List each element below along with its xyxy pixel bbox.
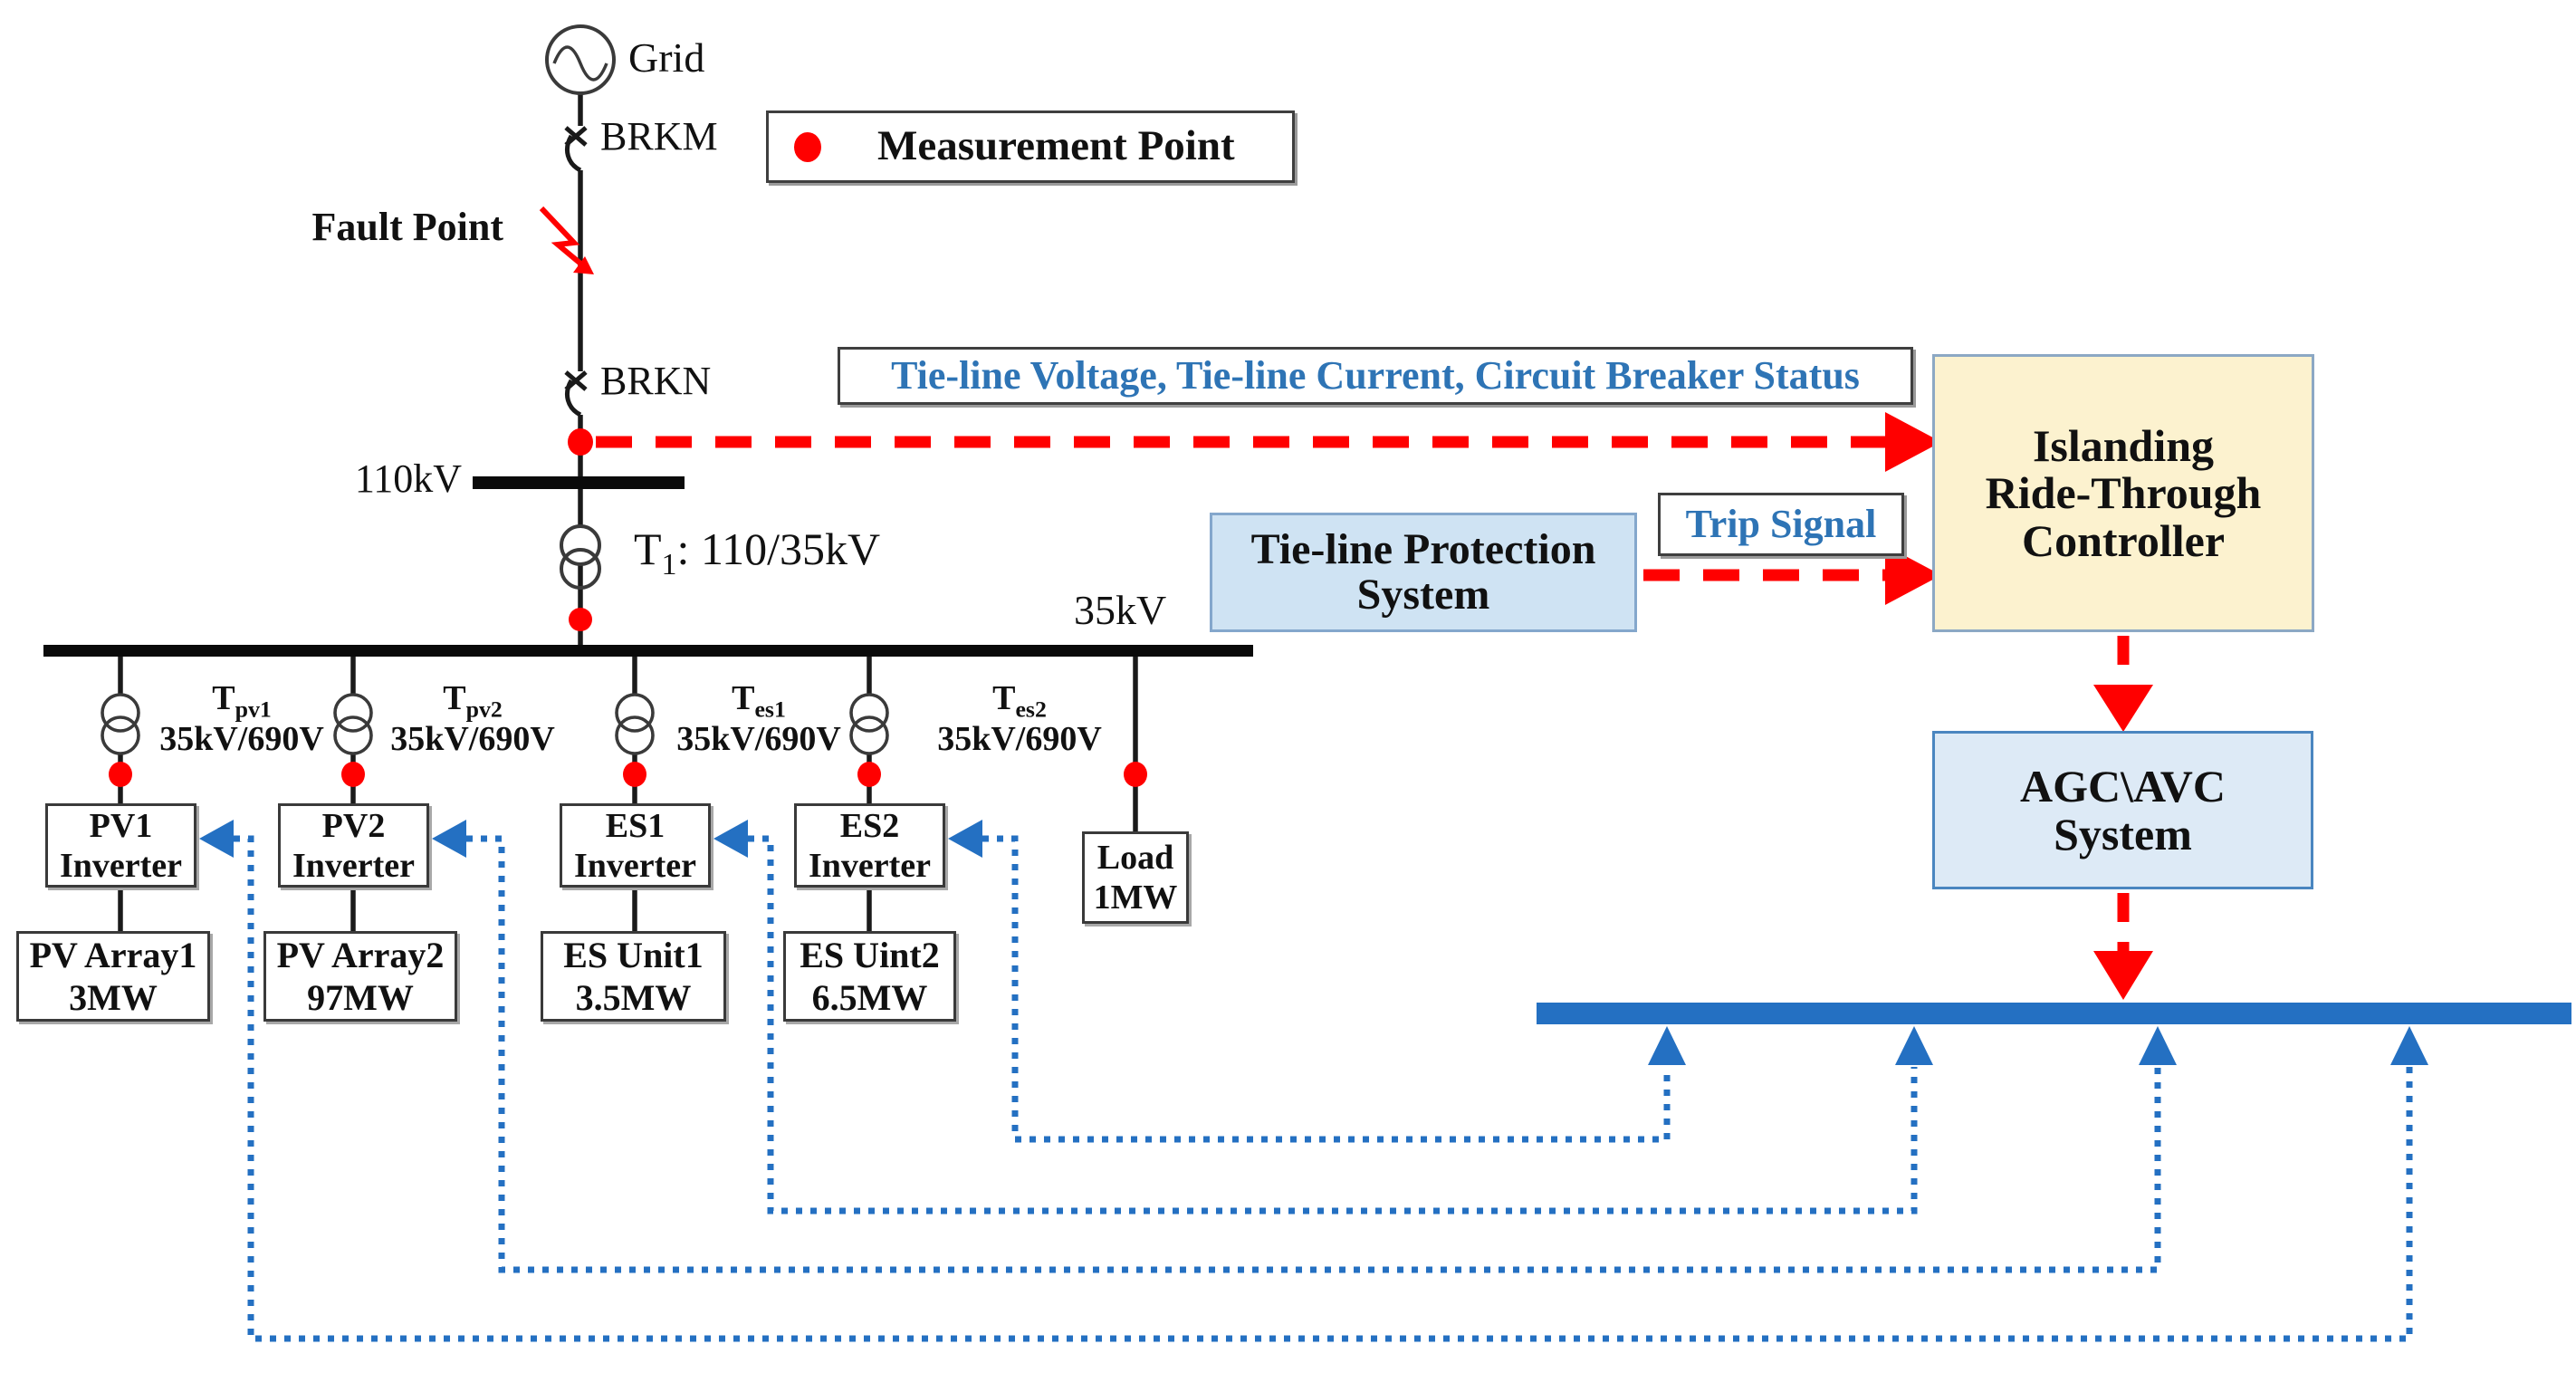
es1-inverter-line2: Inverter (573, 846, 697, 885)
pv2-inverter-line2: Inverter (292, 846, 416, 885)
agc-label-line2: System (2054, 808, 2192, 859)
tieline-signal-label-box: Tie-line Voltage, Tie-line Current, Circ… (838, 347, 1913, 405)
agc-label-line1: AGC\AVC (2020, 761, 2226, 811)
bus-110kv (473, 476, 685, 489)
bus-35kv-label: 35kV (1074, 587, 1167, 633)
pv-array2-line2: 97MW (307, 977, 414, 1018)
es1-inverter-line1: ES1 (605, 806, 666, 845)
tes2-ratio: 35kV/690V (937, 719, 1102, 758)
es-unit2-line2: 6.5MW (811, 977, 928, 1018)
control-bus (1537, 1003, 2571, 1024)
t1-label: T1: 110/35kV (634, 523, 881, 581)
measurement-dot-es2 (857, 762, 881, 787)
load-line1: Load (1096, 839, 1174, 877)
es1-inverter-box: ES1 Inverter (560, 803, 711, 888)
pv1-inverter-line1: PV1 (89, 806, 153, 845)
load-line2: 1MW (1093, 879, 1178, 917)
grid-source-icon (545, 24, 616, 95)
tieline-signal-label: Tie-line Voltage, Tie-line Current, Circ… (891, 352, 1860, 398)
measurement-dot-es1 (623, 762, 646, 787)
control-arrowheads (199, 820, 2428, 1065)
es-unit2-box: ES Uint2 6.5MW (783, 931, 956, 1022)
arrowhead-into-es2 (948, 820, 982, 858)
control-signal-paths (234, 835, 2413, 1342)
es2-inverter-line1: ES2 (839, 806, 900, 845)
pv-array1-line1: PV Array1 (29, 935, 197, 975)
tpv1-ratio: 35kV/690V (159, 719, 324, 758)
trip-signal-label: Trip Signal (1685, 501, 1877, 546)
es-unit2-line1: ES Uint2 (800, 935, 940, 975)
pv-array2-line1: PV Array2 (276, 935, 445, 975)
arrowhead-to-bus-1 (1648, 1026, 1686, 1065)
bus-110kv-label: 110kV (354, 456, 462, 501)
red-signal-arrows (596, 412, 2153, 1000)
es2-inverter-box: ES2 Inverter (794, 803, 945, 888)
control-path-es1 (748, 835, 1918, 1215)
measurement-dot-pv2 (341, 762, 365, 787)
pv-array1-box: PV Array1 3MW (16, 931, 210, 1022)
t1-transformer-icon (560, 524, 601, 590)
agc-avc-box: AGC\AVC System (1932, 731, 2313, 889)
arrowhead-to-bus-4 (2390, 1026, 2428, 1065)
trip-signal-label-box: Trip Signal (1658, 493, 1904, 556)
islanding-label-line1: Islanding (2032, 419, 2215, 471)
islanding-label-line3: Controller (2021, 514, 2226, 566)
legend-label: Measurement Point (877, 122, 1235, 170)
es2-inverter-line2: Inverter (808, 846, 932, 885)
pv1-inverter-line2: Inverter (59, 846, 183, 885)
tes1-transformer-icon (615, 693, 655, 755)
control-path-pv1 (234, 835, 2413, 1342)
tpv2-label: Tpv2 35kV/690V (373, 680, 572, 758)
tpv2-ratio: 35kV/690V (390, 719, 555, 758)
tieline-protection-box: Tie-line Protection System (1210, 513, 1637, 632)
legend-box: Measurement Point (766, 110, 1295, 183)
protection-label-line2: System (1356, 571, 1490, 619)
arrowhead-to-bus-2 (1895, 1026, 1933, 1065)
tes2-transformer-icon (849, 693, 889, 755)
arrowhead-to-bus-3 (2139, 1026, 2177, 1065)
measurement-dot-pv1 (109, 762, 132, 787)
tpv1-transformer-icon (101, 693, 140, 755)
fault-point-label: Fault Point (311, 205, 503, 249)
bus-35kv (43, 645, 1253, 657)
pv-array1-line2: 3MW (69, 977, 158, 1018)
brkm-label: BRKM (600, 114, 718, 158)
protection-label-line1: Tie-line Protection (1250, 524, 1596, 573)
control-path-es2 (982, 835, 1671, 1143)
tpv1-label: Tpv1 35kV/690V (142, 680, 341, 758)
brkm-breaker-icon (564, 126, 588, 173)
measurement-point-legend-icon (794, 131, 821, 162)
load-box: Load 1MW (1082, 831, 1189, 924)
islanding-controller-box: Islanding Ride-Through Controller (1932, 354, 2314, 632)
tes1-label: Tes1 35kV/690V (659, 680, 858, 758)
pv1-inverter-box: PV1 Inverter (45, 803, 196, 888)
arrowhead-into-pv1 (199, 820, 234, 858)
pv2-inverter-line1: PV2 (321, 806, 386, 845)
es-unit1-line2: 3.5MW (575, 977, 692, 1018)
tes1-ratio: 35kV/690V (676, 719, 841, 758)
brkn-label: BRKN (600, 359, 712, 403)
control-path-pv2 (466, 835, 2161, 1273)
arrowhead-into-es1 (713, 820, 748, 858)
measurement-dot-t1 (569, 608, 592, 631)
tes2-label: Tes2 35kV/690V (920, 680, 1119, 758)
pv2-inverter-box: PV2 Inverter (278, 803, 429, 888)
measurement-dot-tieline (568, 428, 593, 456)
islanding-label-line2: Ride-Through (1985, 467, 2262, 519)
brkn-breaker-icon (564, 370, 588, 418)
measurement-dot-load (1124, 762, 1147, 787)
grid-label: Grid (628, 34, 705, 81)
arrowhead-into-pv2 (432, 820, 466, 858)
measurement-dots (109, 428, 1147, 787)
tpv2-transformer-icon (333, 693, 373, 755)
es-unit1-box: ES Unit1 3.5MW (541, 931, 726, 1022)
es-unit1-line1: ES Unit1 (563, 935, 704, 975)
pv-array2-box: PV Array2 97MW (263, 931, 457, 1022)
fault-lightning-icon (539, 206, 594, 274)
